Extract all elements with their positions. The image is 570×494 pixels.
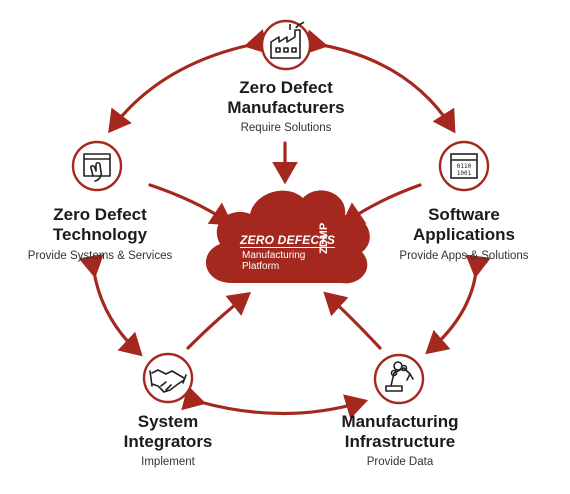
software-title-line1: Software (428, 205, 500, 224)
arrow-infrastructure-to-cloud (323, 291, 382, 350)
infrastructure-title: Manufacturing Infrastructure (320, 412, 480, 452)
manufacturers-title-line2: Manufacturers (227, 98, 345, 117)
svg-text:1001: 1001 (457, 170, 472, 177)
manufacturers-title: Zero Defect Manufacturers (186, 78, 386, 118)
software-title-line2: Applications (412, 225, 515, 244)
technology-title-line2: Technology (52, 225, 148, 244)
arrow-integrators-infrastructure (181, 385, 369, 419)
integrators-title-line1: System (137, 412, 199, 431)
integrators-subtitle: Implement (141, 456, 195, 468)
technology-subtitle: Provide Systems & Services (27, 250, 173, 262)
arrow-manufacturers-technology (108, 29, 269, 134)
node-circle-technology (71, 140, 123, 192)
arrow-software-infrastructure (425, 254, 491, 355)
arrow-technology-to-cloud (148, 183, 234, 226)
software-subtitle: Provide Apps & Solutions (399, 250, 529, 262)
integrators-title-line2: Integrators (123, 432, 213, 451)
arrow-integrators-to-cloud (186, 292, 252, 350)
node-circle-manufacturers (260, 19, 312, 71)
manufacturers-subtitle: Require Solutions (240, 122, 332, 134)
manufacturers-title-line1: Zero Defect (239, 78, 333, 97)
cloud-acronym: ZDMP (318, 222, 330, 254)
infrastructure-subtitle: Provide Data (366, 456, 434, 468)
cloud-line1: Manufacturing (242, 250, 306, 261)
arrow-manufacturers-software (303, 29, 456, 134)
svg-text:0110: 0110 (457, 163, 472, 170)
cloud-brand: ZERO DEFECTS (240, 233, 336, 248)
touch-window-icon (83, 153, 111, 182)
handshake-icon (149, 369, 187, 393)
software-title: Software Applications (384, 205, 544, 245)
infrastructure-title-line2: Infrastructure (344, 432, 456, 451)
infrastructure-title-line1: Manufacturing (341, 412, 459, 431)
factory-icon (270, 21, 305, 59)
arrow-technology-integrators (78, 254, 143, 357)
binary-window-icon: 0110 1001 (450, 153, 478, 179)
cloud-line2: Platform (242, 261, 280, 272)
robot-arm-icon (385, 361, 414, 392)
technology-title-line1: Zero Defect (53, 205, 147, 224)
zdmp-cloud (205, 190, 370, 284)
node-circle-integrators (142, 352, 194, 404)
technology-title: Zero Defect Technology (10, 205, 190, 245)
integrators-title: System Integrators (88, 412, 248, 452)
